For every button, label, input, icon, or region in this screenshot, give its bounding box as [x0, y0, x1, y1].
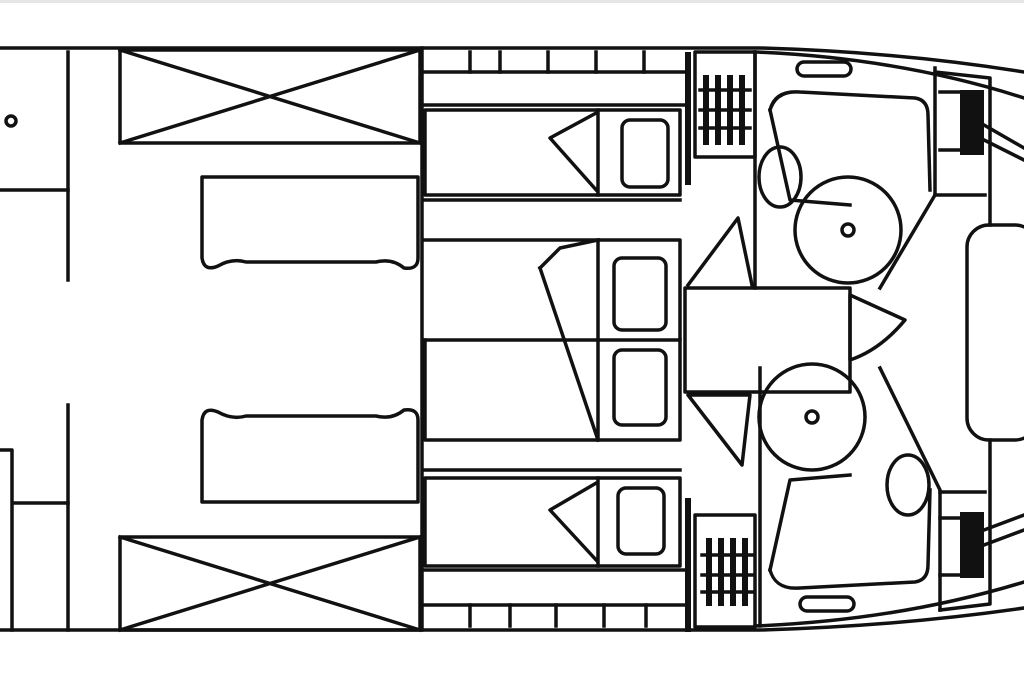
door-swing-bottom — [686, 393, 752, 467]
plan-line — [420, 568, 687, 607]
plan-line — [612, 256, 668, 332]
plan-line — [693, 513, 757, 629]
anchor-line-bottom — [981, 513, 1024, 548]
plan-line — [468, 603, 648, 628]
door-swing-top — [685, 216, 755, 288]
plan-line — [620, 118, 670, 189]
plan-line — [537, 237, 601, 342]
bow-wall-top — [933, 70, 992, 227]
plan-line — [423, 468, 682, 568]
stairs-top — [693, 50, 757, 159]
toilet-top — [757, 145, 803, 209]
sink-bottom-drain — [804, 409, 820, 425]
cleat-bottom — [960, 512, 984, 578]
sink-top-drain — [840, 222, 856, 238]
porthole-top — [795, 60, 853, 78]
cleat-top — [960, 90, 984, 155]
sink-bottom — [757, 362, 867, 472]
plan-line — [117, 534, 423, 633]
central-passage — [683, 286, 852, 394]
sofa-bottom — [200, 407, 420, 504]
plan-line — [420, 70, 687, 107]
plan-line — [612, 348, 668, 427]
shower-top — [767, 90, 932, 207]
plan-line — [703, 75, 745, 145]
engine-hatch — [965, 223, 1024, 442]
left-room-fixture — [4, 114, 18, 128]
plan-line — [537, 265, 601, 443]
hull-inner-top — [753, 50, 1024, 100]
plan-line — [468, 50, 646, 74]
hull-inner-bottom — [753, 580, 1024, 628]
storage-box-bottom — [117, 534, 423, 633]
bunk-top — [423, 108, 682, 197]
bunk-middle-upper — [423, 198, 682, 342]
plan-line — [118, 535, 422, 632]
toilet-bottom — [885, 453, 931, 517]
bow-wall-bottom — [938, 438, 992, 612]
plan-line — [423, 108, 682, 197]
plan-line — [548, 108, 600, 197]
stairs-bottom — [693, 513, 757, 629]
plan-line — [423, 198, 682, 342]
locker-strip-bottom — [420, 568, 687, 628]
anchor-line-top — [981, 122, 1024, 162]
bow-rail-top — [938, 90, 962, 152]
plan-line — [423, 338, 682, 442]
bow-rail-bottom — [938, 516, 962, 577]
porthole-bottom — [798, 595, 856, 613]
bunk-bottom — [423, 468, 682, 568]
plan-line — [118, 48, 422, 145]
sink-top — [793, 175, 903, 285]
hull-bottom — [0, 606, 1024, 632]
plan-line — [616, 486, 666, 556]
hull-top — [0, 46, 1024, 74]
door-swing-mid — [848, 293, 907, 362]
storage-box-top — [117, 47, 423, 146]
plan-line — [706, 538, 748, 606]
shower-bottom — [767, 473, 932, 590]
left-lower-room — [0, 448, 70, 632]
locker-strip-top — [420, 50, 687, 107]
plan-line — [423, 476, 682, 568]
bunk-middle-lower — [423, 265, 682, 443]
plan-line — [698, 88, 752, 130]
sofa-top — [200, 175, 420, 271]
top-frame-border — [0, 0, 1024, 3]
plan-line — [700, 553, 754, 594]
plan-line — [117, 47, 423, 146]
